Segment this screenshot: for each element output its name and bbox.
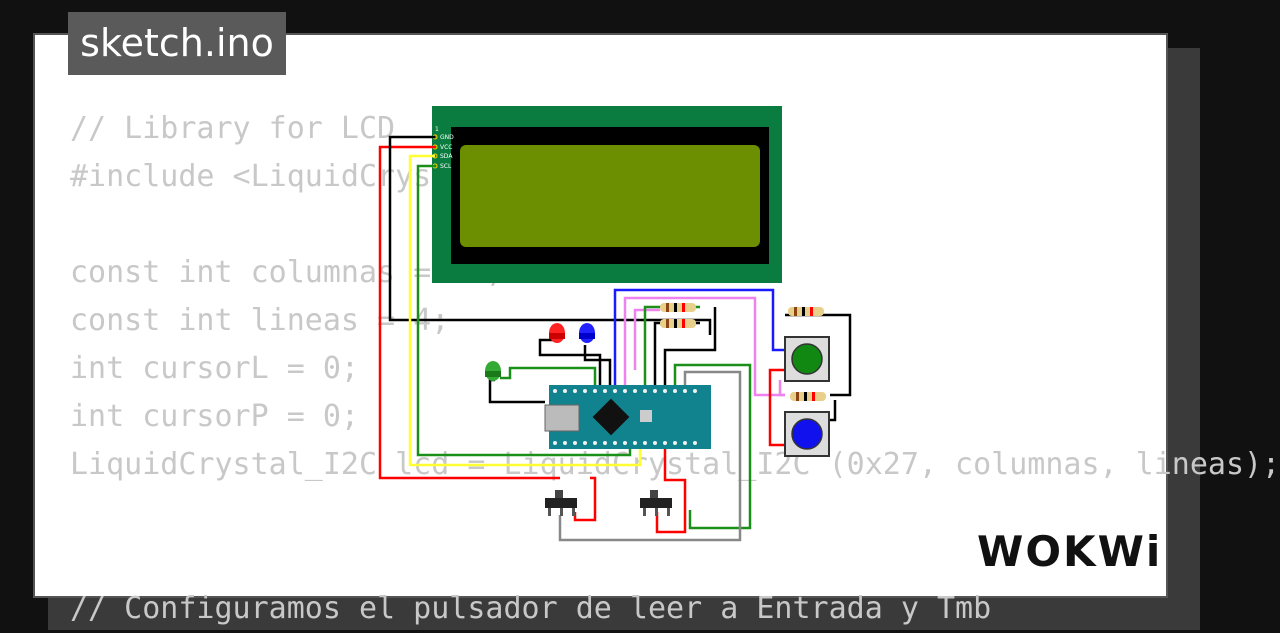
- resistor[interactable]: [790, 392, 826, 401]
- pushbutton-green[interactable]: [784, 336, 830, 382]
- lcd-pin-label: 1: [435, 126, 439, 133]
- code-line: LiquidCrystal_I2C lcd = LiquidCrystal_I2…: [70, 447, 1280, 482]
- file-tab: sketch.ino: [68, 12, 286, 75]
- resistor[interactable]: [660, 303, 696, 312]
- code-line: // Library for LCD: [70, 111, 396, 146]
- lcd-pin-label: SDA: [440, 153, 453, 160]
- lcd-module[interactable]: 1 GND VCC SDA SCL: [432, 106, 782, 283]
- lcd-pin-label: GND: [440, 134, 454, 141]
- resistor[interactable]: [660, 319, 696, 328]
- led-blue[interactable]: [579, 323, 595, 343]
- wokwi-logo-text: WOKWi: [977, 527, 1162, 576]
- code-line: const int columnas = 20;: [70, 255, 504, 290]
- lcd-pin-label: VCC: [440, 144, 452, 151]
- slide-switch[interactable]: [545, 490, 577, 516]
- led-red[interactable]: [549, 323, 565, 343]
- code-line: int cursorP = 0;: [70, 399, 359, 434]
- pushbutton-blue[interactable]: [784, 411, 830, 457]
- slide-switch[interactable]: [640, 490, 672, 516]
- arduino-nano[interactable]: [544, 385, 711, 449]
- code-line: // Configuramos el pulsador de leer a En…: [70, 591, 992, 626]
- circuit-diagram: 1 GND VCC SDA SCL: [378, 106, 852, 542]
- led-green[interactable]: [485, 361, 501, 381]
- code-line: int cursorL = 0;: [70, 351, 359, 386]
- lcd-pin-label: SCL: [440, 163, 452, 170]
- resistor[interactable]: [788, 307, 824, 316]
- wokwi-logo: WOKWi: [977, 527, 1160, 576]
